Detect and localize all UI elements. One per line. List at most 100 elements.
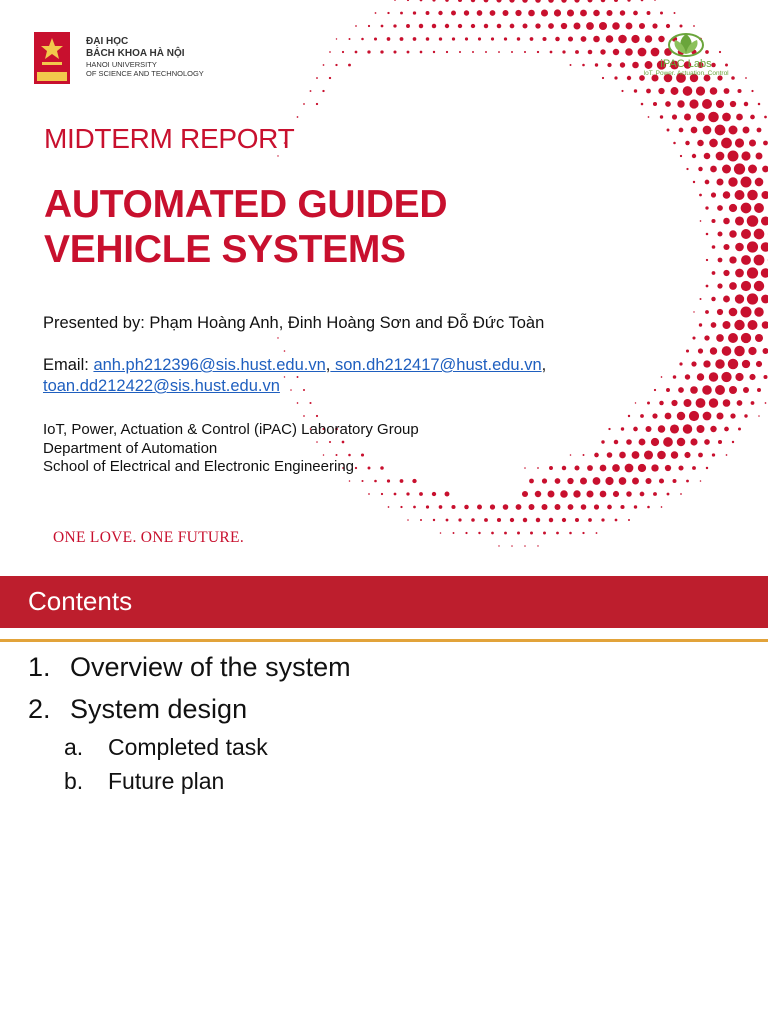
decorative-dot xyxy=(652,413,658,419)
decorative-dot xyxy=(753,280,765,292)
decorative-dot xyxy=(683,61,692,69)
email-link-toan[interactable]: toan.dd212422@sis.hust.edu.vn xyxy=(43,377,280,395)
decorative-dot xyxy=(709,138,718,148)
decorative-dot xyxy=(678,465,684,471)
decorative-dot xyxy=(348,63,351,67)
decorative-dot xyxy=(740,228,752,240)
decorative-dot xyxy=(633,505,638,509)
decorative-dot xyxy=(309,401,312,405)
decorative-dot xyxy=(689,73,699,83)
decorative-dot xyxy=(569,454,572,456)
title-line-2: VEHICLE SYSTEMS xyxy=(44,228,406,271)
decorative-dot xyxy=(723,217,730,225)
decorative-dot xyxy=(632,477,639,485)
decorative-dot xyxy=(582,63,585,67)
decorative-dot xyxy=(400,505,403,509)
decorative-dot xyxy=(664,412,672,420)
decorative-dot xyxy=(605,476,614,486)
decorative-dot xyxy=(315,414,319,418)
decorative-dot xyxy=(328,76,332,80)
decorative-dot xyxy=(740,332,752,344)
decorative-dot xyxy=(599,464,607,472)
decorative-dot xyxy=(580,36,587,42)
decorative-dot xyxy=(718,50,722,54)
decorative-dot xyxy=(698,166,703,172)
decorative-dot xyxy=(702,385,712,395)
decorative-dot xyxy=(621,89,624,93)
email-link-son[interactable]: son.dh212417@hust.edu.vn xyxy=(330,356,542,374)
decorative-dot xyxy=(394,0,396,1)
decorative-dot xyxy=(335,63,338,67)
decorative-dot xyxy=(685,349,690,353)
decorative-dot xyxy=(536,50,540,54)
decorative-dot xyxy=(592,477,601,485)
decorative-dot xyxy=(560,22,568,30)
decorative-dot xyxy=(666,128,670,132)
decorative-dot xyxy=(677,100,685,108)
decorative-dot xyxy=(573,22,581,30)
decorative-dot xyxy=(574,517,580,523)
decorative-dot xyxy=(761,321,768,329)
decorative-dot xyxy=(322,427,325,431)
decorative-dot xyxy=(697,139,704,147)
decorative-dot xyxy=(721,371,732,383)
decorative-dot xyxy=(682,424,693,434)
decorative-dot xyxy=(702,125,712,135)
decorative-dot xyxy=(740,280,752,292)
decorative-dot xyxy=(484,518,488,522)
decorative-dot xyxy=(451,504,456,510)
decorative-dot xyxy=(717,257,723,263)
decorative-dot xyxy=(541,504,548,510)
decorative-dot xyxy=(386,37,391,41)
decorative-dot xyxy=(477,504,482,510)
decorative-dot xyxy=(543,531,546,535)
decorative-dot xyxy=(664,464,672,472)
decorative-dot xyxy=(711,296,716,302)
decorative-dot xyxy=(451,10,456,16)
decorative-dot xyxy=(587,49,593,55)
decorative-dot xyxy=(277,155,279,157)
decorative-dot xyxy=(445,50,449,54)
decorative-dot xyxy=(483,0,489,3)
decorative-dot xyxy=(746,293,759,305)
decorative-dot xyxy=(529,37,534,41)
decorative-dot xyxy=(600,0,606,3)
decorative-dot xyxy=(633,426,638,432)
decorative-dot xyxy=(386,479,391,483)
decorative-dot xyxy=(693,25,695,27)
decorative-dot xyxy=(716,334,724,342)
decorative-dot xyxy=(758,415,760,417)
decorative-dot xyxy=(740,306,752,318)
decorative-dot xyxy=(400,11,403,15)
decorative-dot xyxy=(322,454,325,456)
presented-by: Presented by: Phạm Hoàng Anh, Đinh Hoàng… xyxy=(43,314,545,332)
decorative-dot xyxy=(277,337,279,339)
decorative-dot xyxy=(723,88,730,94)
decorative-dot xyxy=(511,51,513,53)
decorative-dot xyxy=(613,0,619,3)
decorative-dot xyxy=(705,232,709,236)
affiliation-department: Department of Automation xyxy=(43,439,218,457)
decorative-dot xyxy=(728,385,738,395)
decorative-dot xyxy=(729,256,737,264)
decorative-dot xyxy=(671,399,678,407)
decorative-dot xyxy=(522,23,528,29)
decorative-dot xyxy=(644,35,653,43)
decorative-dot xyxy=(695,86,706,96)
decorative-dot xyxy=(380,466,384,470)
decorative-dot xyxy=(731,76,735,80)
decorative-dot xyxy=(515,9,522,17)
decorative-dot xyxy=(548,23,554,29)
decorative-dot xyxy=(725,63,728,67)
decorative-dot xyxy=(670,451,679,459)
decorative-dot xyxy=(702,411,712,421)
decorative-dot xyxy=(598,21,608,31)
email-link-anh[interactable]: anh.ph212396@sis.hust.edu.vn xyxy=(93,356,326,374)
decorative-dot xyxy=(651,74,659,82)
decorative-dot xyxy=(763,140,768,146)
decorative-dot xyxy=(614,76,618,80)
decorative-dot xyxy=(549,50,553,54)
decorative-dot xyxy=(634,402,637,404)
decorative-dot xyxy=(470,23,476,29)
decorative-dot xyxy=(715,385,725,395)
